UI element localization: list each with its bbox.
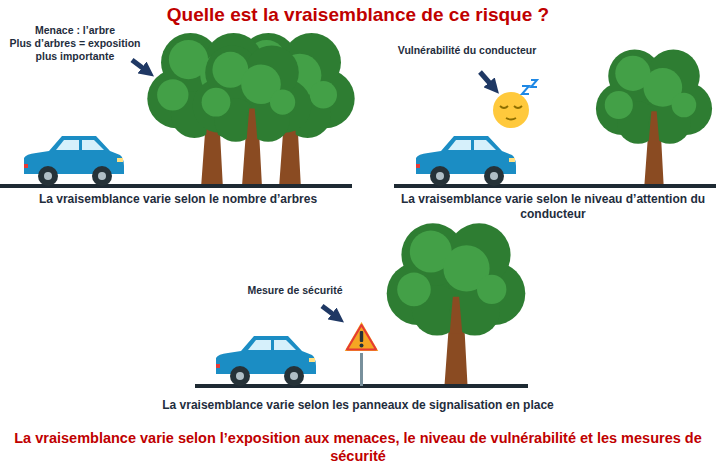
title: Quelle est la vraisemblance de ce risque…	[8, 3, 708, 27]
callout-label: Plus d’arbres = exposition plus importan…	[0, 37, 150, 63]
text-holder: La vraisemblance varie selon les panneau…	[96, 398, 620, 413]
scene-caption: La vraisemblance varie selon le nombre d…	[6, 192, 350, 207]
scene-caption: La vraisemblance varie selon les panneau…	[96, 398, 620, 413]
text-holder: Menace : l’arbre	[0, 24, 150, 37]
text-holder: Quelle est la vraisemblance de ce risque…	[8, 3, 708, 27]
callout-label: Vulnérabilité du conducteur	[378, 44, 556, 57]
callout-label: Mesure de sécurité	[236, 284, 354, 297]
text-holder: La vraisemblance varie selon le niveau d…	[392, 192, 714, 222]
text-holder: Vulnérabilité du conducteur	[378, 44, 556, 57]
caption: La vraisemblance varie selon l’expositio…	[12, 429, 704, 465]
scene-caption: La vraisemblance varie selon le niveau d…	[392, 192, 714, 222]
callout-label: Menace : l’arbre	[0, 24, 150, 37]
text-holder: Mesure de sécurité	[236, 284, 354, 297]
text-holder: La vraisemblance varie selon le nombre d…	[6, 192, 350, 207]
text-holder: La vraisemblance varie selon l’expositio…	[12, 429, 704, 465]
text-holder: Plus d’arbres = exposition plus importan…	[0, 37, 150, 63]
